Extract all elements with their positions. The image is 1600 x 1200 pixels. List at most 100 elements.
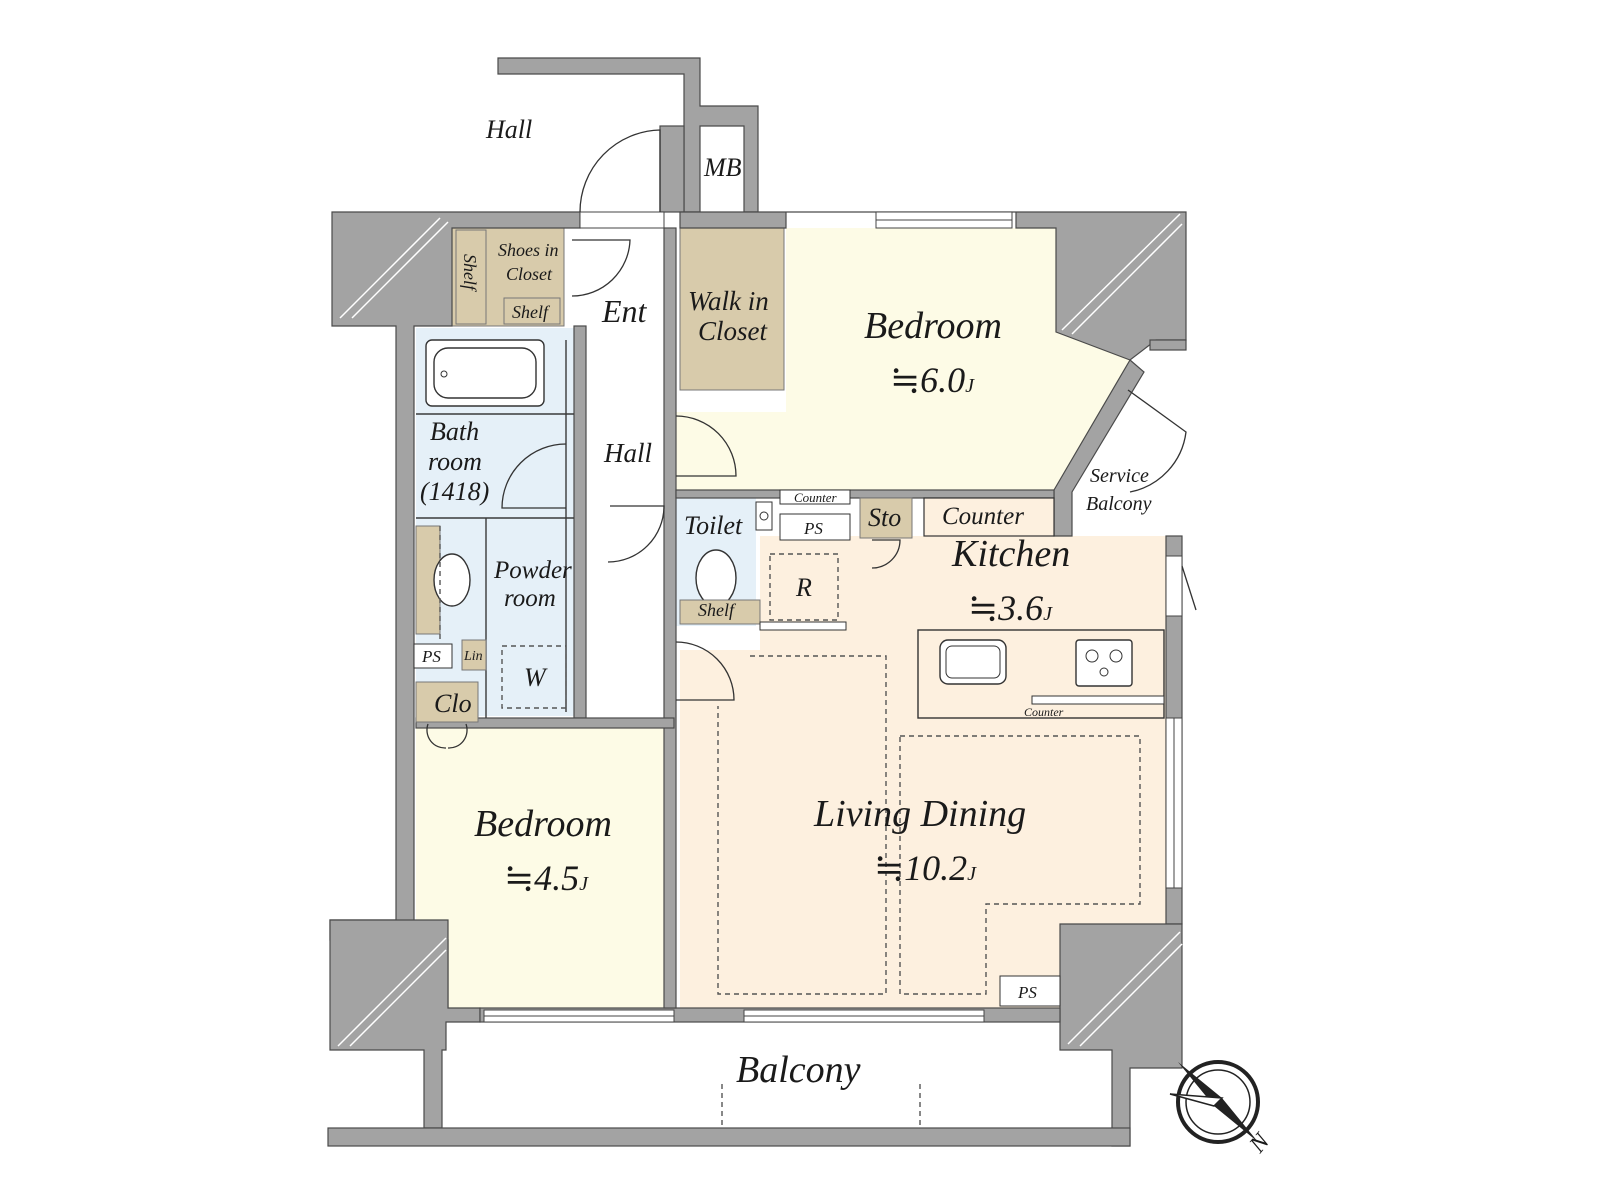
label-balcony: Balcony [736,1049,861,1091]
label-bedroom-small-size: ≒4.5J [504,858,589,898]
wall-hall-top [497,57,759,213]
label-lin: Lin [463,649,483,664]
label-bath-2: room [428,447,482,476]
compass-needle-dark [1178,1062,1222,1106]
label-mb: MB [703,153,742,182]
bath-door [501,443,567,509]
wall-bedroom-small-top [415,717,675,729]
bedroom-small-size-value: ≒4.5 [504,858,579,898]
toilet-tank [755,501,773,531]
bedroom-small-lower-area [448,940,674,1008]
fixtures [413,229,1165,1126]
living-size-value: ≒10.2 [874,848,967,888]
clo-box [415,681,479,723]
label-bedroom-small: Bedroom [474,803,612,845]
kitchen-unit: J [1043,603,1053,625]
kitchen-counter-top [923,497,1055,537]
toilet-shelf [679,599,761,625]
label-bedroom-main-size: ≒6.0J [890,360,975,400]
wall-hall-right [663,227,677,1009]
wall-toilet-kitchen [675,489,1055,499]
fridge-space [769,553,839,621]
label-service-2: Balcony [1086,493,1152,515]
bedroom-main-area [676,228,1130,492]
bedroom-main-unit: J [965,375,975,397]
linen-box [461,639,487,671]
label-ps-toilet: PS [803,519,823,538]
shoes-shelf-small [503,297,561,325]
washbasin [433,553,471,607]
label-bath-1: Bath [430,417,479,446]
label-counter-island: Counter [1024,705,1064,719]
label-hall-top: Hall [485,115,532,144]
label-shelf-toilet: Shelf [698,600,737,620]
label-powder-2: room [504,585,556,612]
kitchen-size-value: ≒3.6 [968,588,1043,628]
label-bedroom-main: Bedroom [864,305,1002,347]
label-walk-in-1: Walk in [688,286,769,316]
window-hall-top [579,211,665,229]
doors [426,129,1197,749]
bathtub-inner [433,347,537,399]
label-living-size: ≒10.2J [874,848,977,888]
label-service-1: Service [1090,465,1149,487]
kitchen-side-window [1181,565,1197,611]
label-bath-3: (1418) [420,477,489,506]
label-walk-in-2: Closet [698,316,769,346]
wall-hatching [337,213,1183,1047]
wall-mb-left [659,125,685,213]
bedroom-main-size-value: ≒6.0 [890,360,965,400]
bedroom-main-door [675,415,737,477]
wall-bottom-right [1059,923,1183,1147]
label-kitchen: Kitchen [951,533,1070,575]
label-counter-small: Counter [794,490,838,505]
label-shelf-small: Shelf [512,302,551,322]
label-clo: Clo [434,689,472,718]
compass: N [1169,1060,1276,1159]
washer-space [501,645,567,709]
label-ps-living: PS [1017,983,1037,1002]
label-fridge: R [795,573,812,602]
label-toilet: Toilet [684,511,743,540]
label-ps-powder: PS [421,647,441,666]
ent-door [571,239,631,297]
window-kitchen-side [1165,555,1183,617]
clo-door-right [447,723,468,749]
label-shelf-vertical: Shelf [460,254,480,293]
island-counter-lower [1031,695,1165,705]
kitchen-partition [759,621,847,631]
toilet-door [607,505,665,563]
label-hall-inner: Hall [603,438,652,468]
walk-in-closet-area [679,227,785,391]
balcony-parapet [327,1127,1131,1147]
label-shoes-closet-2: Closet [506,264,553,284]
label-ent: Ent [601,293,648,329]
clo-door-left [426,723,447,749]
storage-door [871,539,901,569]
living-ps-box [999,975,1061,1007]
wall-right-top [1149,339,1187,351]
sink [939,639,1007,685]
living-door [675,641,735,701]
label-sto: Sto [868,503,901,532]
toilet-bowl [695,549,737,607]
label-powder-1: Powder [493,557,572,584]
shoes-shelf-vertical [455,229,487,325]
living-rug-left [717,655,887,995]
label-counter-kitchen: Counter [942,503,1024,530]
label-kitchen-size: ≒3.6J [968,588,1053,628]
windows [483,211,1183,1023]
living-rug-right [899,735,1141,995]
wall-bottom-left [329,919,481,1129]
powder-ps-box [413,643,453,669]
stove [1075,639,1133,687]
service-balcony-door [1127,389,1187,493]
storage-box [859,497,913,539]
label-shoes-closet-1: Shoes in [498,240,559,260]
counter-small-box [779,489,851,505]
front-door [579,129,661,213]
living-unit: J [967,863,977,885]
labels: Hall MB Shelf Shoes in Closet Shelf Ent … [420,115,1152,1091]
toilet-ps-box [779,513,851,541]
